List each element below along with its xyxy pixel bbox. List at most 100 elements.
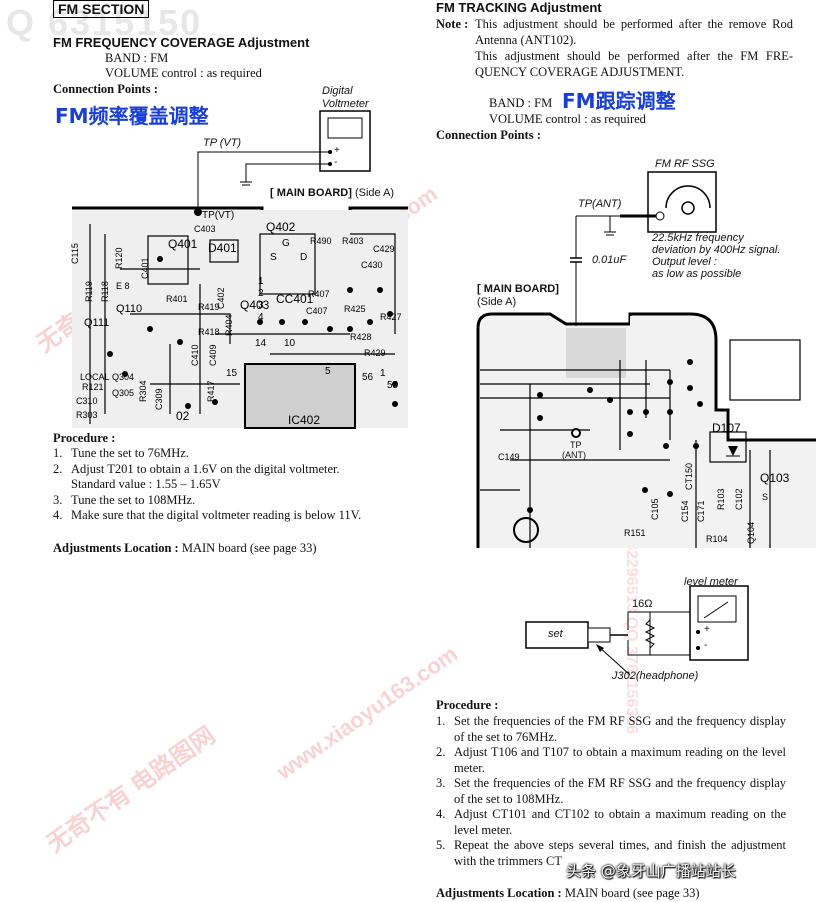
right-heading: FM TRACKING Adjustment: [436, 0, 602, 15]
left-procedure-list: 1.Tune the set to 76MHz. 2.Adjust T201 t…: [53, 446, 393, 524]
svg-text:56: 56: [362, 372, 374, 383]
list-item: 1.Tune the set to 76MHz.: [53, 446, 189, 460]
tp-ant-label: TP(ANT): [578, 198, 622, 210]
list-item: 3.Tune the set to 108MHz.: [53, 492, 196, 507]
right-volume: VOLUME control : as required: [489, 112, 646, 126]
jack-label: J302(headphone): [612, 670, 699, 682]
left-band: BAND : FM: [105, 51, 169, 65]
svg-text:R119: R119: [84, 281, 94, 302]
voltmeter-minus: -: [334, 157, 338, 168]
ssg-label: FM RF SSG: [655, 158, 715, 170]
right-procedure-list: 1.Set the frequencies of the FM RF SSG a…: [436, 714, 786, 869]
svg-text:C407: C407: [306, 306, 328, 316]
right-procedure-title: Procedure :: [436, 698, 499, 712]
svg-text:C154: C154: [680, 500, 690, 522]
board-label-right: [ MAIN BOARD]: [477, 283, 559, 295]
left-chinese-label: FM频率覆盖调整: [55, 104, 209, 128]
svg-text:R401: R401: [166, 294, 188, 304]
svg-text:TP(VT): TP(VT): [202, 210, 234, 221]
svg-text:IC402: IC402: [288, 413, 320, 427]
list-item: 1.Set the frequencies of the FM RF SSG a…: [436, 714, 786, 744]
svg-text:R103: R103: [716, 488, 726, 510]
svg-text:Q403: Q403: [240, 298, 270, 312]
svg-text:Q401: Q401: [168, 237, 198, 251]
svg-text:C171: C171: [696, 500, 706, 522]
board-label-left: [ MAIN BOARD] (Side A): [270, 187, 394, 199]
board-label-main: [ MAIN BOARD]: [270, 187, 352, 199]
voltmeter-label-2: Voltmeter: [322, 98, 369, 110]
tp-vt-label: TP (VT): [203, 137, 242, 149]
svg-text:D107: D107: [712, 421, 741, 435]
svg-text:Q402: Q402: [266, 220, 296, 234]
ssg-note-1: 22.5kHz frequency: [652, 232, 744, 244]
svg-text:C149: C149: [498, 452, 520, 462]
svg-text:C403: C403: [194, 224, 216, 234]
svg-text:2: 2: [258, 288, 264, 299]
svg-text:C429: C429: [373, 244, 395, 254]
credit-watermark: 头条 @象牙山广播站站长: [566, 862, 736, 880]
resistor-label: 16Ω: [632, 598, 653, 610]
meter-minus: -: [704, 640, 708, 651]
svg-text:C102: C102: [734, 488, 744, 510]
capacitor-label: 0.01uF: [592, 254, 627, 266]
svg-text:1: 1: [380, 368, 386, 379]
left-heading: FM FREQUENCY COVERAGE Adjustment: [53, 35, 310, 50]
list-item: 2.Adjust T106 and T107 to obtain a maxim…: [436, 745, 786, 775]
svg-text:R120: R120: [114, 247, 124, 269]
right-adjust-location: Adjustments Location : MAIN board (see p…: [436, 886, 700, 900]
svg-text:S: S: [762, 492, 768, 502]
svg-text:CC401: CC401: [276, 292, 314, 306]
svg-text:C409: C409: [208, 344, 218, 366]
left-connection-diagram: TP(VT) C403 Q402 Q401 D401 R490 R403 C42…: [70, 110, 408, 429]
svg-text:1: 1: [258, 276, 264, 287]
board-label-side: (Side A): [354, 187, 395, 199]
note-2: This adjustment should be performed afte…: [475, 49, 793, 79]
svg-text:02: 02: [176, 409, 190, 423]
svg-text:R404: R404: [224, 314, 234, 336]
svg-text:4: 4: [258, 312, 264, 323]
note-1: This adjustment should be performed afte…: [475, 17, 793, 47]
svg-text:E 8: E 8: [116, 281, 130, 291]
svg-text:C401: C401: [140, 257, 150, 279]
tp-small-label: TP: [570, 440, 582, 450]
svg-text:R417: R417: [206, 380, 216, 402]
list-item: 4.Make sure that the digital voltmeter r…: [53, 508, 362, 522]
right-connection-diagram: C149 D107 Q103 CT150 C154 C171 R103 C102…: [476, 171, 816, 676]
svg-text:R429: R429: [364, 348, 386, 358]
svg-text:Q304: Q304: [112, 372, 134, 382]
svg-text:G: G: [282, 238, 290, 249]
svg-text:C430: C430: [361, 260, 383, 270]
svg-text:R403: R403: [342, 236, 364, 246]
watermark-number: Q 6315150: [6, 2, 203, 43]
svg-text:LOCAL: LOCAL: [80, 372, 110, 382]
svg-text:10: 10: [284, 338, 296, 349]
svg-text:R425: R425: [344, 304, 366, 314]
list-item: 2.Adjust T201 to obtain a 1.6V on the di…: [53, 461, 340, 476]
watermark-url: www.xiaoyu163.com: [271, 640, 462, 785]
svg-text:D: D: [300, 252, 307, 263]
svg-text:R419: R419: [198, 302, 220, 312]
note-label: Note :: [436, 17, 469, 31]
svg-text:R104: R104: [706, 534, 728, 544]
svg-text:C310: C310: [76, 396, 98, 406]
board-side-right: (Side A): [477, 296, 517, 308]
section-title: FM SECTION: [53, 0, 150, 18]
left-procedure-title: Procedure :: [53, 431, 116, 445]
svg-text:C309: C309: [154, 388, 164, 410]
svg-text:55: 55: [387, 380, 399, 391]
svg-text:14: 14: [255, 338, 267, 349]
svg-text:D401: D401: [208, 241, 237, 255]
svg-text:C410: C410: [190, 344, 200, 366]
svg-text:Q305: Q305: [112, 388, 134, 398]
svg-text:R407: R407: [308, 289, 330, 299]
svg-text:Q110: Q110: [116, 303, 142, 315]
svg-text:R121: R121: [82, 382, 104, 392]
right-band: BAND : FM: [489, 96, 553, 110]
right-connection-points: Connection Points :: [436, 128, 541, 142]
list-item: 4.Adjust CT101 and CT102 to obtain a max…: [436, 807, 786, 837]
ant-small-label: (ANT): [562, 450, 586, 460]
svg-text:15: 15: [226, 368, 238, 379]
svg-text:R427: R427: [380, 312, 402, 322]
svg-text:R151: R151: [624, 528, 646, 538]
meter-plus: +: [704, 624, 710, 635]
